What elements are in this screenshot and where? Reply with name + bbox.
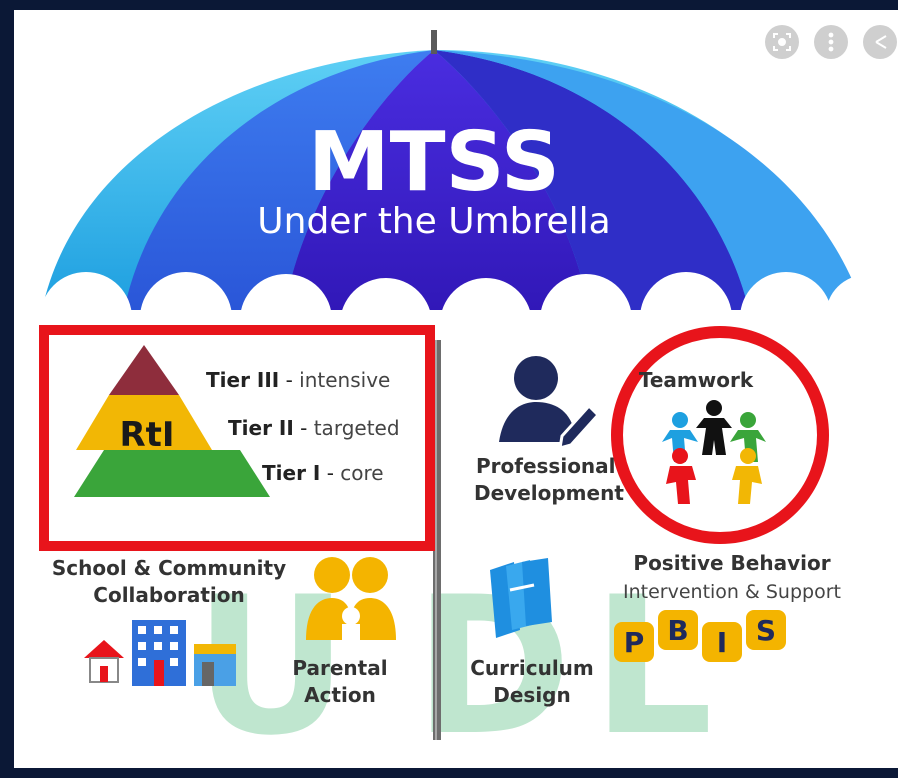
pbis-letter-b: B <box>667 614 688 647</box>
rti-label: RtI <box>119 415 174 455</box>
pbis-tile-p <box>614 622 654 662</box>
rti-pyramid-icon <box>74 345 270 497</box>
parental-line1: Parental <box>292 656 387 680</box>
community-buildings-icon <box>84 620 236 686</box>
tier-1-text: Tier I - core <box>262 461 384 485</box>
overlay-controls <box>765 25 897 59</box>
tier-2-text: Tier II - targeted <box>228 416 400 440</box>
school-line1: School & Community <box>52 556 286 580</box>
teamwork-highlight-circle <box>611 326 829 544</box>
teamwork-label: Teamwork <box>639 368 754 392</box>
teamwork-people-icon <box>662 400 766 504</box>
pbis-line2: Intervention & Support <box>623 581 841 603</box>
title: MTSS <box>308 115 560 210</box>
parents-icon <box>306 557 396 640</box>
more-options-icon <box>828 32 834 52</box>
pbis-tiles: P B I S <box>614 610 786 662</box>
scan-icon <box>773 33 791 51</box>
pbis-letter-s: S <box>756 614 776 647</box>
pbis-letter-i: I <box>717 626 727 659</box>
professional-line1: Professional <box>476 454 616 478</box>
curriculum-line1: Curriculum <box>470 656 594 680</box>
umbrella-shaft <box>433 340 441 740</box>
mtss-diagram: U D L MTSS Under the Umbrella <box>14 25 898 768</box>
professional-line2: Development <box>474 481 624 505</box>
image-canvas: U D L MTSS Under the Umbrella <box>14 10 898 768</box>
pbis-letter-p: P <box>624 626 645 659</box>
books-icon <box>490 558 552 638</box>
subtitle: Under the Umbrella <box>257 201 610 242</box>
parental-line2: Action <box>304 683 376 707</box>
pbis-tile-s <box>746 610 786 650</box>
pbis-tile-b <box>658 610 698 650</box>
umbrella-canopy-icon <box>14 30 898 370</box>
more-options-button[interactable] <box>814 25 848 59</box>
udl-letter-l: L <box>592 556 713 768</box>
pbis-tile-i <box>702 622 742 662</box>
share-button[interactable] <box>863 25 897 59</box>
curriculum-line2: Design <box>493 683 570 707</box>
tier-3-text: Tier III - intensive <box>206 368 390 392</box>
scan-button[interactable] <box>765 25 799 59</box>
school-line2: Collaboration <box>93 583 244 607</box>
professional-user-pencil-icon <box>499 356 601 451</box>
pbis-line1: Positive Behavior <box>633 551 830 575</box>
share-icon <box>875 35 887 49</box>
